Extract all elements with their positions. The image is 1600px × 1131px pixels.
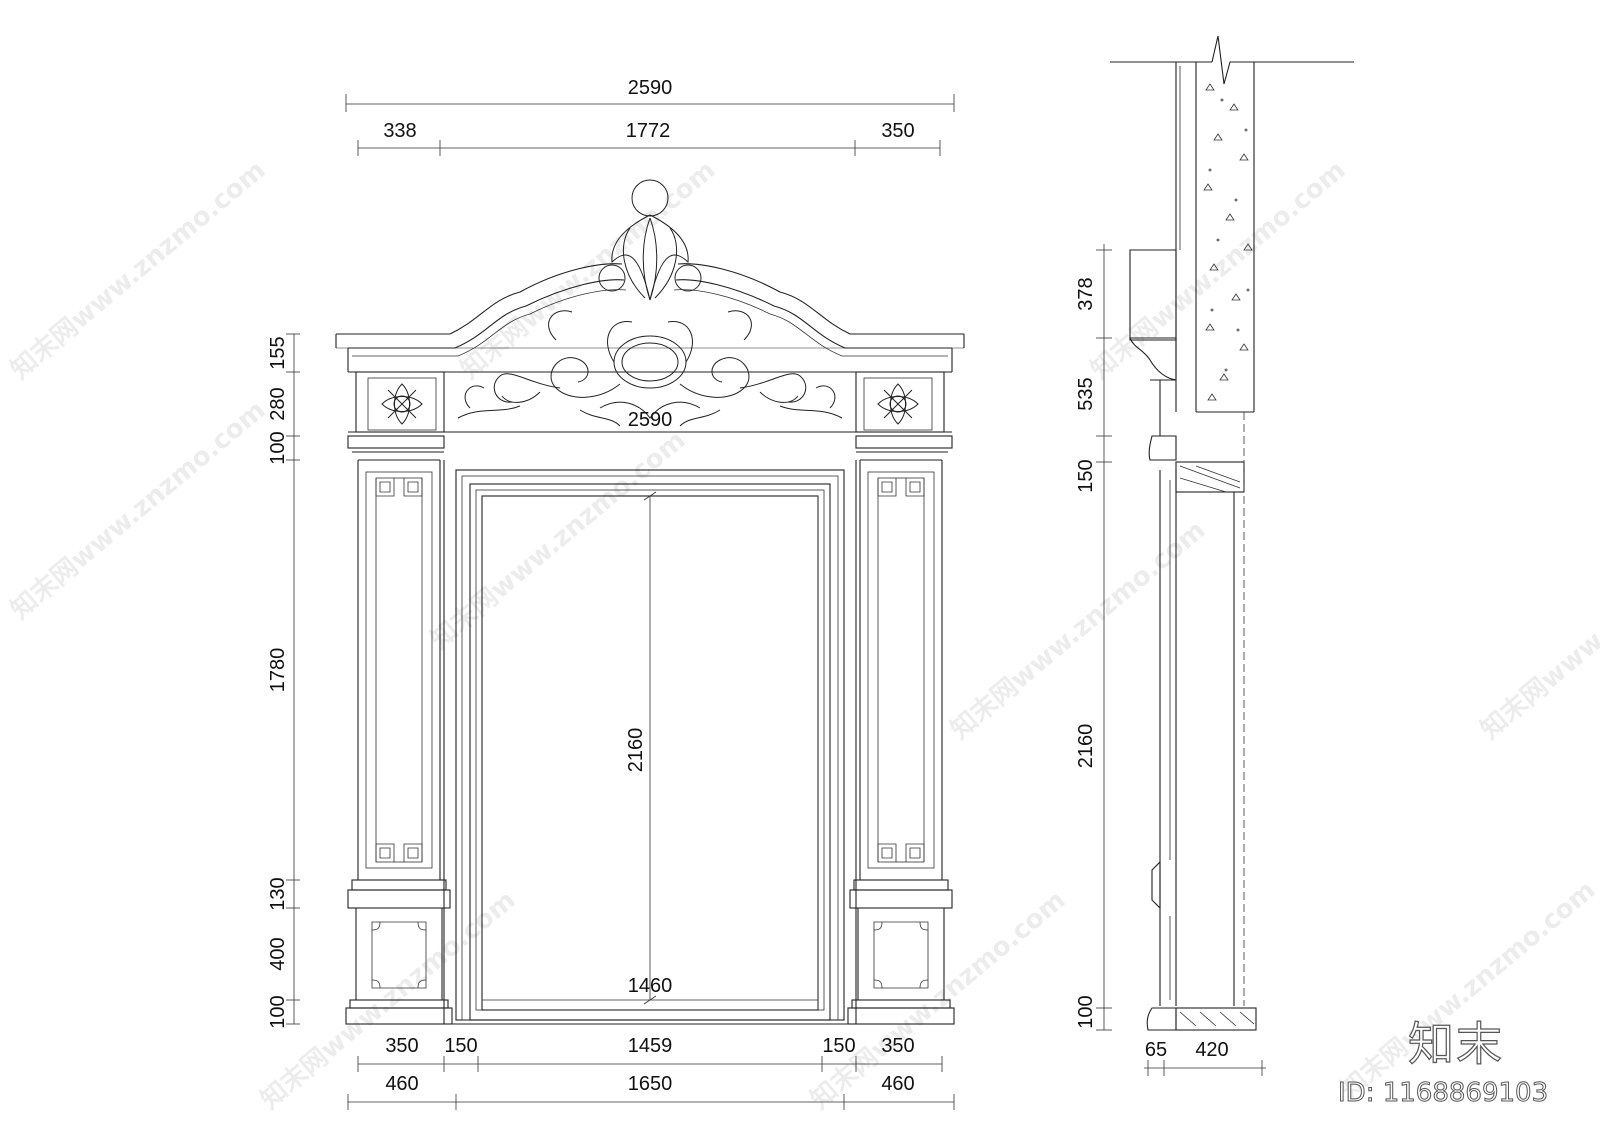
watermark-text: 知末网www.znzmo.com <box>1475 515 1600 745</box>
dim-label-2590-inner: 2590 <box>628 409 673 431</box>
dim-label-280: 280 <box>267 387 289 420</box>
dim-top-overall: 2590 <box>345 77 955 112</box>
dim-label-400: 400 <box>267 937 289 970</box>
dim-label-535: 535 <box>1075 377 1097 410</box>
dim-top-split: 338 1772 350 <box>357 120 941 156</box>
capital-band <box>347 435 953 461</box>
watermark-text: 知末网www.znzmo.com <box>425 425 691 655</box>
door-elevation: 2590 338 1772 350 <box>267 77 965 1110</box>
dim-door-width: 1460 <box>482 975 818 1001</box>
rosette-left <box>381 383 423 425</box>
watermark-text: 知末网www.znzmo.com <box>945 515 1211 745</box>
watermark-text: 知末网www.znzmo.com <box>455 155 721 385</box>
watermark-text: 知末网www.znzmo.com <box>1085 155 1351 385</box>
door-section: 378 535 150 2160 100 65 420 <box>1075 35 1354 1076</box>
watermark-pattern: 知末网www.znzmo.com 知末网www.znzmo.com 知末网www… <box>5 155 1600 1115</box>
dim-label-150-bl: 150 <box>444 1035 477 1057</box>
dim-label-350-br: 350 <box>881 1035 914 1057</box>
pediment <box>335 263 965 373</box>
dim-label-100-section: 100 <box>1075 995 1097 1028</box>
crest-ornament <box>598 179 702 301</box>
dim-label-420: 420 <box>1195 1039 1228 1061</box>
dim-label-1772: 1772 <box>626 120 671 142</box>
watermark-text: 知末网www.znzmo.com <box>5 395 271 625</box>
dim-label-350-bl: 350 <box>385 1035 418 1057</box>
dim-label-155: 155 <box>267 336 289 369</box>
dim-door-height: 2160 <box>625 491 657 1005</box>
dim-bottom-row1: 350 150 1459 150 350 <box>357 1035 943 1072</box>
dim-label-2590-top: 2590 <box>628 77 673 99</box>
watermark-text: 知末网www.znzmo.com <box>805 885 1071 1115</box>
dim-label-378: 378 <box>1075 277 1097 310</box>
dim-section-bottom: 65 420 <box>1144 1039 1266 1076</box>
dim-label-100-bottom: 100 <box>267 995 289 1028</box>
dim-label-2160-door: 2160 <box>625 728 647 773</box>
brand-logo: 知末 <box>1407 1016 1504 1071</box>
pilaster-right <box>847 460 955 1025</box>
dim-bottom-row2: 460 1650 460 <box>347 1073 955 1110</box>
dim-label-460-right: 460 <box>881 1073 914 1095</box>
pilaster-left <box>345 460 453 1025</box>
dim-label-2160-section: 2160 <box>1075 724 1097 769</box>
dim-left-vertical: 155 280 100 1780 130 400 100 <box>267 333 300 1029</box>
dim-label-1459: 1459 <box>628 1035 673 1057</box>
rosette-right <box>877 383 919 425</box>
dim-label-350-top: 350 <box>881 120 914 142</box>
dim-label-1460: 1460 <box>628 975 673 997</box>
drawing-id-label: ID: 1168869103 <box>1337 1078 1549 1109</box>
dim-label-338: 338 <box>383 120 416 142</box>
concrete-hatch <box>1203 83 1253 401</box>
dim-label-130: 130 <box>267 877 289 910</box>
dim-label-100-top: 100 <box>267 431 289 464</box>
frieze <box>348 371 952 433</box>
door-architrave <box>443 460 857 1025</box>
dim-label-150-section: 150 <box>1075 459 1097 492</box>
dim-label-1780: 1780 <box>267 648 289 693</box>
cartouche <box>457 310 843 427</box>
dim-label-1650: 1650 <box>628 1073 673 1095</box>
dim-section-vertical: 378 535 150 2160 100 <box>1075 244 1112 1031</box>
dim-label-65: 65 <box>1145 1039 1167 1061</box>
watermark-text: 知末网www.znzmo.com <box>5 155 271 385</box>
dim-label-460-left: 460 <box>385 1073 418 1095</box>
dim-label-150-br: 150 <box>822 1035 855 1057</box>
